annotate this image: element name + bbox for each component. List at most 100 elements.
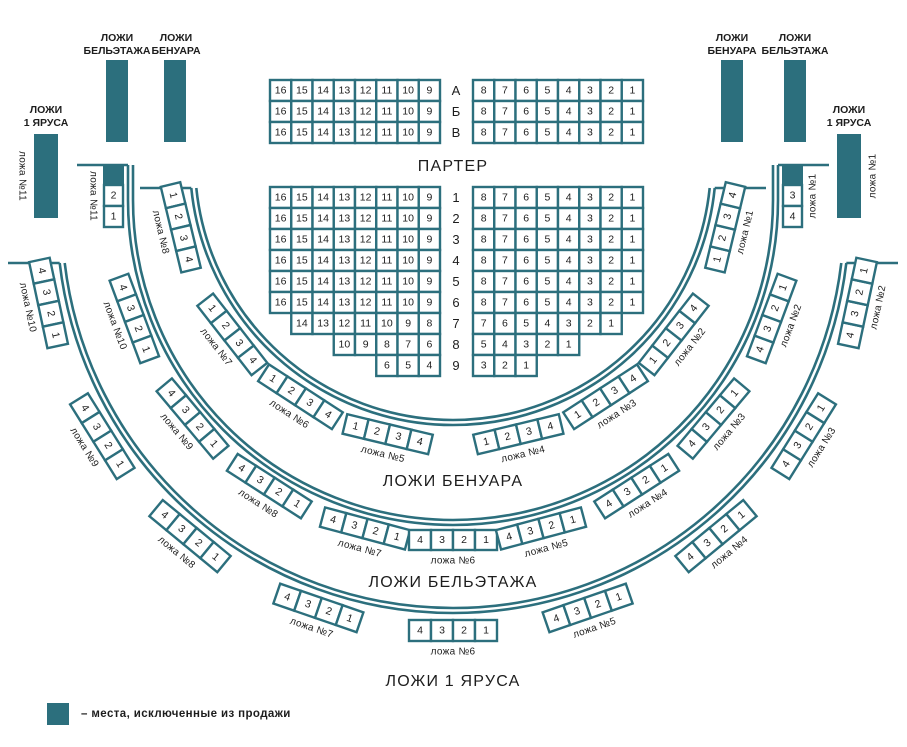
seat[interactable] [556, 332, 581, 357]
seat-number: 3 [721, 212, 734, 221]
seat-number: 13 [339, 255, 351, 267]
caption-right-tier1: 1 ЯРУСА [827, 117, 872, 129]
seat-number: 4 [505, 530, 514, 543]
box-seat[interactable] [236, 343, 269, 377]
box-seat[interactable] [804, 391, 838, 425]
box-seat[interactable] [677, 291, 711, 325]
seat-number: 1 [629, 85, 635, 97]
seat[interactable] [620, 290, 645, 315]
box-seat[interactable] [603, 582, 635, 613]
box-seat[interactable] [334, 603, 365, 634]
seat[interactable] [417, 120, 442, 145]
seat-number: 4 [544, 318, 550, 330]
seat-number: 6 [523, 192, 529, 204]
seat-number: 2 [608, 255, 614, 267]
seat-number: 1 [113, 458, 126, 469]
caption-left-benoir: ЛОЖИ [160, 32, 192, 44]
seat-number: 2 [286, 384, 298, 397]
box-seat[interactable] [405, 428, 435, 456]
seat-number: 5 [481, 339, 487, 351]
box-seat[interactable] [131, 334, 161, 365]
seat-number: 12 [339, 318, 351, 330]
excluded-seat [782, 164, 803, 186]
seat-number: 16 [275, 213, 287, 225]
seat-number: 1 [111, 211, 117, 223]
seat-number: 1 [483, 625, 489, 637]
row-label: 9 [452, 358, 459, 373]
seat-number: 4 [566, 297, 572, 309]
caption-left-tier1: ЛОЖИ [30, 104, 62, 116]
seat-number: 2 [593, 598, 603, 611]
box-seat[interactable] [724, 498, 759, 532]
box-seat[interactable] [648, 452, 681, 485]
seat-number: 1 [629, 213, 635, 225]
box-seat[interactable] [174, 244, 203, 274]
box-seat[interactable] [535, 412, 565, 441]
box-seat[interactable] [473, 528, 499, 552]
seat-number: 12 [360, 255, 372, 267]
box-seat[interactable] [616, 362, 650, 395]
seat-number: 2 [172, 212, 185, 221]
seat-number: 4 [78, 403, 91, 414]
box-seat[interactable] [41, 320, 70, 350]
box-seat[interactable] [382, 523, 412, 551]
box-seat[interactable] [197, 427, 231, 461]
seat-number: 12 [360, 234, 372, 246]
box-seat[interactable] [473, 618, 499, 643]
box-seat[interactable] [102, 204, 125, 229]
box-seat[interactable] [198, 540, 233, 574]
seat-number: 4 [417, 534, 423, 546]
seat[interactable] [620, 120, 645, 145]
box-seat[interactable] [719, 180, 747, 210]
box-seat[interactable] [280, 487, 314, 520]
seat-number: 5 [544, 85, 550, 97]
seat-number: 3 [350, 519, 359, 532]
box-seat[interactable] [768, 272, 798, 303]
seat-number: 3 [849, 309, 862, 317]
seat[interactable] [599, 311, 623, 336]
caption-right-tier1: ЛОЖИ [833, 104, 865, 116]
seat-number: 3 [761, 324, 774, 334]
seat-number: 4 [726, 191, 739, 200]
seat[interactable] [514, 353, 538, 378]
seat-number: 14 [317, 127, 329, 139]
box-seat[interactable] [311, 398, 345, 431]
box-seat[interactable] [103, 447, 137, 481]
seat-number: 3 [40, 288, 53, 296]
seat-number: 6 [523, 255, 529, 267]
seat-number: 1 [659, 462, 671, 475]
seat-number: 3 [124, 303, 137, 313]
seat-number: 7 [502, 276, 508, 288]
seat-number: 4 [502, 339, 508, 351]
seat-number: 14 [296, 318, 308, 330]
seat-number: 2 [503, 430, 512, 443]
seat-number: 4 [844, 331, 857, 339]
seat-number: 4 [426, 360, 432, 372]
box-seat[interactable] [718, 376, 752, 410]
seat-number: 2 [716, 234, 729, 243]
seat[interactable] [417, 353, 442, 378]
seat-number: 4 [282, 591, 292, 604]
seat-number: 3 [303, 598, 313, 611]
box-seat[interactable] [850, 256, 879, 286]
seat-number: 13 [339, 127, 351, 139]
seat-number: 11 [381, 127, 392, 139]
seat-number: 14 [317, 255, 329, 267]
seat-number: 4 [236, 462, 248, 475]
legend: – места, исключенные из продажи [47, 703, 291, 725]
seat-number: 3 [587, 276, 593, 288]
seat-number: 10 [402, 213, 414, 225]
beletage-title: ЛОЖИ БЕЛЬЭТАЖА [369, 574, 538, 591]
box-seat[interactable] [558, 505, 588, 534]
seat-number: 8 [481, 85, 487, 97]
seat-number: 15 [296, 255, 308, 267]
box-label: ложа №6 [431, 647, 476, 658]
box-seat[interactable] [781, 204, 804, 229]
